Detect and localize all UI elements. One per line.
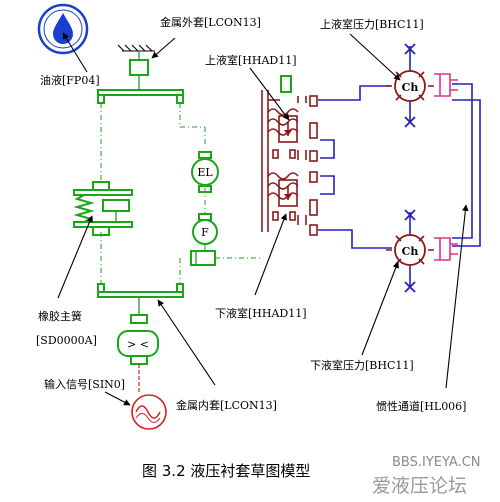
upper-ch-label: Ch xyxy=(402,81,419,94)
lower-port-connector[interactable] xyxy=(434,237,458,261)
source-block-label: > < xyxy=(127,338,149,351)
signal-wires xyxy=(318,83,481,249)
leader-arrows xyxy=(57,32,469,406)
upper-pressure-label: 上液室压力[BHC11] xyxy=(320,17,424,31)
outer-sleeve-label: 金属外套[LCON13] xyxy=(160,15,261,29)
mechanical-dash-lines xyxy=(100,103,262,284)
watermark-url: BBS.IYEYA.CN xyxy=(392,455,481,470)
oil-label: 油液[FP04] xyxy=(40,73,100,87)
outer-sleeve-ground xyxy=(117,44,155,60)
inner-sleeve-block[interactable] xyxy=(97,283,184,324)
lower-ch-label: Ch xyxy=(402,245,419,258)
figure-caption: 图 3.2 液压衬套草图模型 xyxy=(142,462,310,480)
input-signal-icon[interactable] xyxy=(131,394,167,430)
rubber-spring-block[interactable] xyxy=(73,181,133,236)
oil-drop-icon[interactable] xyxy=(37,3,89,55)
inertia-channel-link xyxy=(320,139,335,195)
el-block-label: EL xyxy=(197,166,213,179)
lower-pressure-sensor[interactable]: Ch xyxy=(386,209,434,293)
input-signal-label: 输入信号[SIN0] xyxy=(44,377,125,391)
upper-port-connector[interactable] xyxy=(434,73,458,97)
upper-chamber-block[interactable] xyxy=(261,75,318,232)
lower-chamber-block[interactable] xyxy=(267,171,318,236)
outer-sleeve-block[interactable] xyxy=(97,59,184,104)
inertia-channel-label: 惯性通道[HL006] xyxy=(376,399,466,413)
upper-pressure-sensor[interactable]: Ch xyxy=(386,43,434,128)
f-block-label: F xyxy=(201,226,209,239)
watermark-name: 爱液压论坛 xyxy=(372,475,467,497)
rubber-spring-label-1: 橡胶主簧 xyxy=(38,309,82,323)
rubber-spring-label-2: [SD0000A] xyxy=(36,334,97,347)
f-block[interactable]: F xyxy=(190,213,218,266)
el-block[interactable]: EL xyxy=(191,151,219,193)
source-block[interactable]: > < xyxy=(117,330,159,392)
upper-chamber-label: 上液室[HHAD11] xyxy=(205,53,297,67)
inner-sleeve-label: 金属内套[LCON13] xyxy=(176,398,277,412)
lower-chamber-label: 下液室[HHAD11] xyxy=(215,306,307,320)
lower-pressure-label: 下液室压力[BHC11] xyxy=(310,358,414,372)
